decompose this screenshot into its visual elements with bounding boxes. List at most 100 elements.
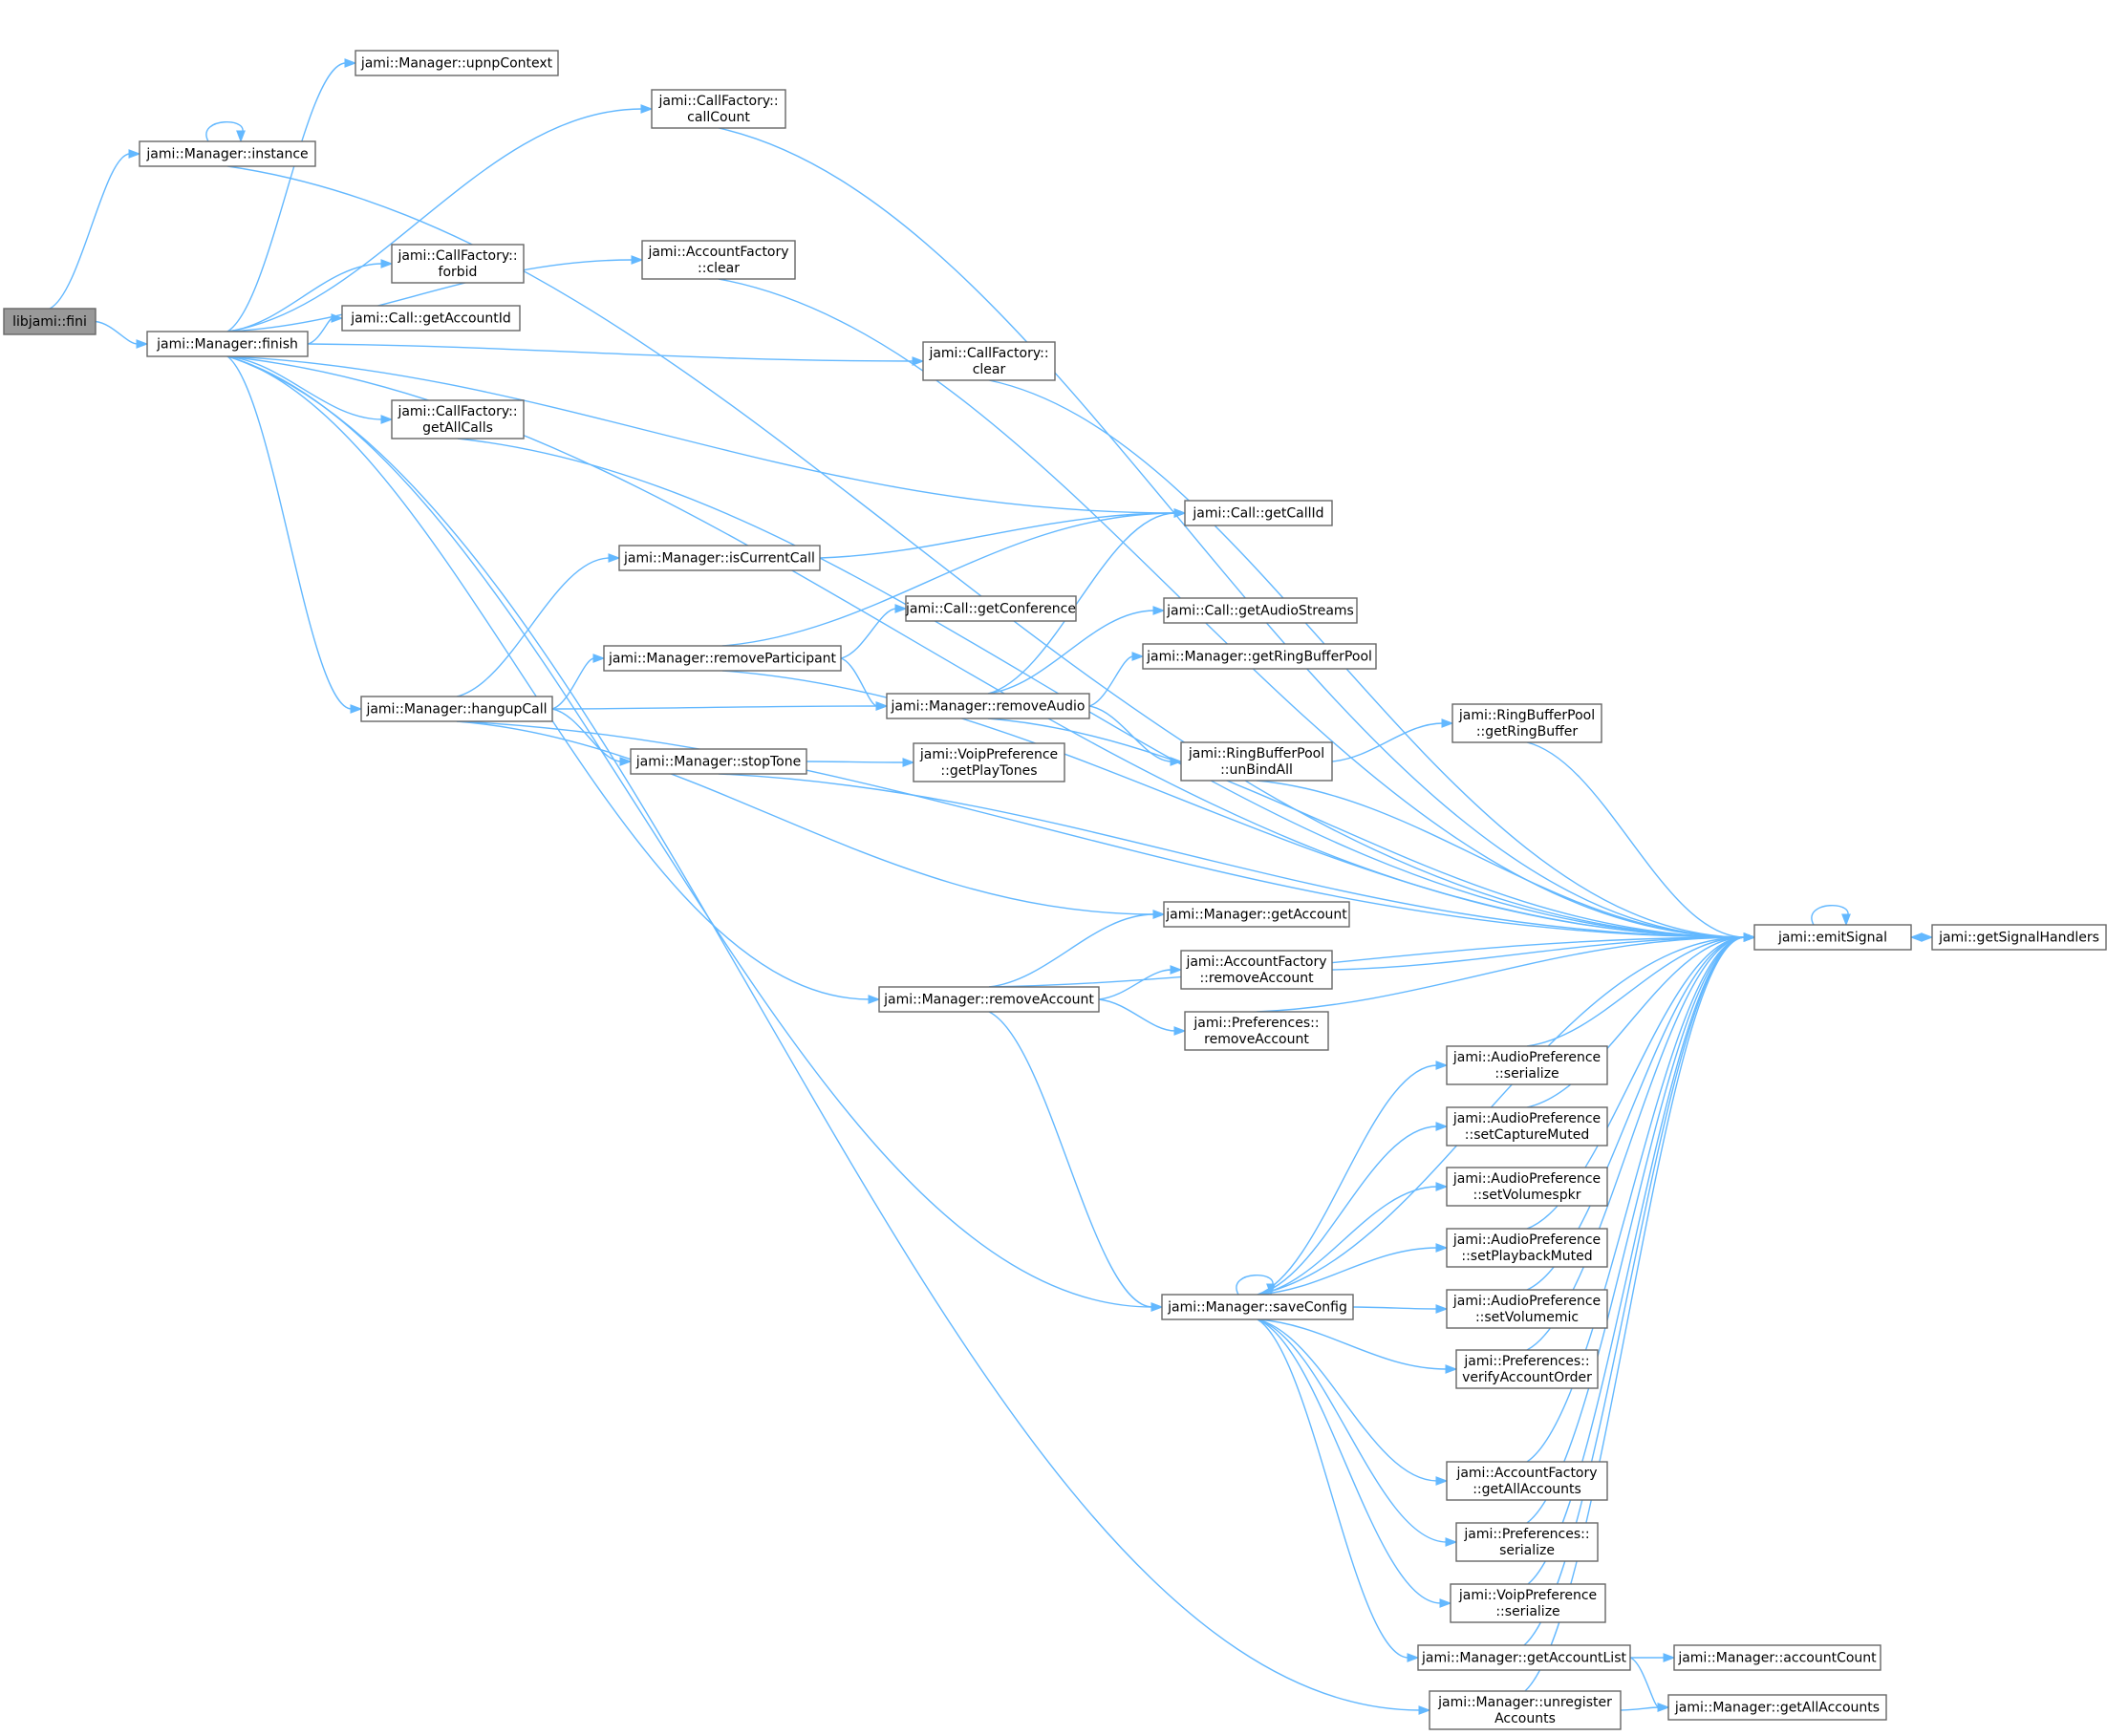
- node-afRemoveAccount[interactable]: jami::AccountFactory::removeAccount: [1180, 950, 1333, 990]
- edge-line: [1088, 705, 1172, 762]
- node-acctClear[interactable]: jami::AccountFactory::clear: [641, 240, 796, 280]
- edge-emitSignal-to-emitSignal: [1811, 904, 1851, 927]
- edge-line: [456, 720, 1155, 915]
- edge-arrowhead: [380, 415, 394, 424]
- edge-saveConfig-to-vpSerialize: [1257, 1318, 1452, 1608]
- edge-callCount-to-emitSignal: [718, 127, 1756, 942]
- edge-line: [988, 936, 1746, 988]
- node-removeParticipant[interactable]: jami::Manager::removeParticipant: [603, 645, 842, 672]
- edge-line: [1257, 1318, 1438, 1482]
- node-label: jami::AccountFactory: [1455, 1466, 1597, 1481]
- node-stopTone[interactable]: jami::Manager::stopTone: [630, 748, 807, 775]
- edge-getAllCalls-to-emitSignal: [457, 438, 1756, 942]
- edge-saveConfig-to-afGetAllAccounts: [1257, 1318, 1449, 1486]
- node-box: [1451, 703, 1602, 743]
- node-prefRemoveAccount[interactable]: jami::Preferences::removeAccount: [1184, 1011, 1329, 1051]
- node-getAudioStreams[interactable]: jami::Call::getAudioStreams: [1163, 597, 1358, 624]
- edge-line: [1257, 1064, 1438, 1296]
- edge-getSignalHandlers-to-emitSignal: [1909, 932, 1932, 942]
- edge-arrowhead: [344, 58, 357, 68]
- edge-saveConfig-to-setVolumespkr: [1257, 1182, 1449, 1296]
- node-hangupCall[interactable]: jami::Manager::hangupCall: [360, 696, 553, 722]
- node-box: [1446, 1289, 1608, 1329]
- node-afGetAllAccounts[interactable]: jami::AccountFactory::getAllAccounts: [1446, 1461, 1608, 1501]
- node-label: jami::RingBufferPool: [1188, 746, 1324, 761]
- node-removeAudio[interactable]: jami::Manager::removeAudio: [886, 693, 1090, 719]
- node-unBindAll[interactable]: jami::RingBufferPool::unBindAll: [1180, 741, 1333, 782]
- node-setVolumespkr[interactable]: jami::AudioPreference::setVolumespkr: [1446, 1167, 1608, 1207]
- node-callCount[interactable]: jami::CallFactory::callCount: [651, 89, 786, 129]
- node-box: [651, 89, 786, 129]
- edge-arrowhead: [1445, 1364, 1458, 1374]
- node-label: jami::Manager::upnpContext: [360, 56, 553, 72]
- node-getPlayTones[interactable]: jami::VoipPreference::getPlayTones: [913, 742, 1065, 782]
- node-instance[interactable]: jami::Manager::instance: [139, 140, 316, 167]
- node-label: jami::CallFactory::: [397, 404, 517, 419]
- edges: [49, 58, 1934, 1715]
- node-accountCount[interactable]: jami::Manager::accountCount: [1673, 1644, 1881, 1671]
- node-getAccount[interactable]: jami::Manager::getAccount: [1163, 901, 1350, 928]
- node-box: [913, 742, 1065, 782]
- edge-line: [226, 355, 1153, 1308]
- node-box: [1673, 1644, 1881, 1671]
- node-prefSerialize[interactable]: jami::Preferences::serialize: [1455, 1522, 1599, 1562]
- edge-arrowhead: [1663, 1653, 1676, 1662]
- node-upnpContext[interactable]: jami::Manager::upnpContext: [355, 50, 559, 76]
- edge-line: [205, 120, 244, 142]
- node-emitSignal[interactable]: jami::emitSignal: [1753, 924, 1912, 951]
- node-label: jami::Manager::saveConfig: [1167, 1300, 1347, 1316]
- node-getAccountId[interactable]: jami::Call::getAccountId: [341, 305, 521, 332]
- edge-arrowhead: [1418, 1705, 1431, 1715]
- node-finish[interactable]: jami::Manager::finish: [146, 331, 309, 357]
- node-getSignalHandlers[interactable]: jami::getSignalHandlers: [1931, 924, 2107, 951]
- node-forbid[interactable]: jami::CallFactory::forbid: [391, 244, 525, 284]
- node-verifyAccountOrder[interactable]: jami::Preferences::verifyAccountOrder: [1455, 1349, 1599, 1389]
- node-callClear[interactable]: jami::CallFactory::clear: [922, 341, 1056, 381]
- node-getRingBufferPool[interactable]: jami::Manager::getRingBufferPool: [1142, 643, 1377, 670]
- node-getRingBuffer[interactable]: jami::RingBufferPool::getRingBuffer: [1451, 703, 1602, 743]
- node-fini[interactable]: libjami::fini: [3, 308, 97, 335]
- node-setCaptureMuted[interactable]: jami::AudioPreference::setCaptureMuted: [1446, 1106, 1608, 1147]
- edge-arrowhead: [640, 104, 654, 114]
- edge-line: [1236, 1274, 1274, 1296]
- edge-line: [1331, 722, 1444, 762]
- node-label: jami::Manager::removeParticipant: [608, 652, 837, 667]
- node-box: [1667, 1694, 1887, 1721]
- node-mGetAllAccounts[interactable]: jami::Manager::getAllAccounts: [1667, 1694, 1887, 1721]
- edge-getRingBuffer-to-emitSignal: [1526, 741, 1756, 942]
- edge-saveConfig-to-setPlaybackMuted: [1257, 1243, 1449, 1296]
- node-getCallId[interactable]: jami::Call::getCallId: [1184, 500, 1333, 526]
- edge-line: [988, 379, 1746, 938]
- edge-arrowhead: [592, 654, 606, 663]
- node-setPlaybackMuted[interactable]: jami::AudioPreference::setPlaybackMuted: [1446, 1228, 1608, 1268]
- node-saveConfig[interactable]: jami::Manager::saveConfig: [1161, 1294, 1354, 1320]
- node-removeAccount[interactable]: jami::Manager::removeAccount: [878, 986, 1100, 1013]
- node-box: [1163, 597, 1358, 624]
- node-getConference[interactable]: jami::Call::getConference: [905, 595, 1077, 622]
- edge-line: [456, 557, 611, 697]
- edge-arrowhead: [1131, 652, 1145, 661]
- edge-arrowhead: [875, 701, 889, 711]
- node-label: forbid: [439, 265, 478, 280]
- node-label: jami::Call::getCallId: [1192, 506, 1323, 522]
- edge-arrowhead: [894, 604, 908, 613]
- node-getAllCalls[interactable]: jami::CallFactory::getAllCalls: [391, 399, 525, 439]
- edge-finish-to-hangupCall: [226, 355, 363, 714]
- node-vpSerialize[interactable]: jami::VoipPreference::serialize: [1450, 1583, 1606, 1623]
- edge-arrowhead: [1152, 910, 1166, 919]
- edge-finish-to-getAllCalls: [226, 355, 394, 424]
- edge-removeParticipant-to-getCallId: [721, 508, 1187, 647]
- node-isCurrentCall[interactable]: jami::Manager::isCurrentCall: [618, 545, 821, 571]
- node-box: [886, 693, 1090, 719]
- edge-line: [307, 343, 914, 362]
- edge-line: [1098, 998, 1176, 1032]
- node-label: Accounts: [1494, 1711, 1556, 1726]
- node-label: ::serialize: [1494, 1066, 1559, 1082]
- node-apSerialize[interactable]: jami::AudioPreference::serialize: [1446, 1045, 1608, 1085]
- edge-removeAudio-to-getRingBufferPool: [1088, 652, 1145, 707]
- node-label: jami::AudioPreference: [1452, 1294, 1601, 1309]
- node-getAccountList[interactable]: jami::Manager::getAccountList: [1417, 1644, 1631, 1671]
- node-setVolumemic[interactable]: jami::AudioPreference::setVolumemic: [1446, 1289, 1608, 1329]
